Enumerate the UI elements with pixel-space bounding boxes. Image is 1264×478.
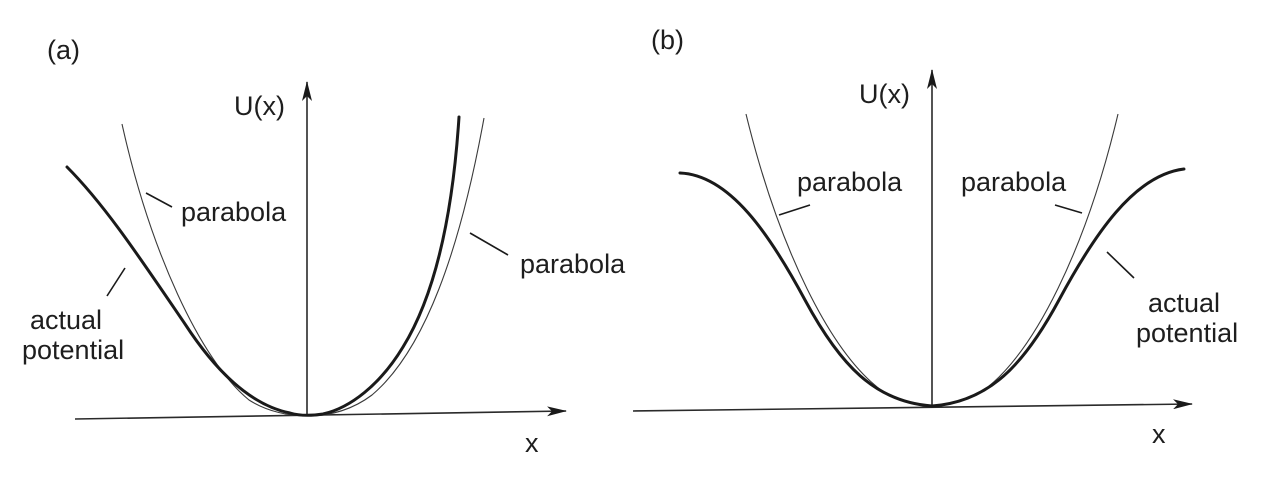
- panel-b: (b) U(x) x parabola parabola actual pote…: [632, 25, 1238, 449]
- panel-a-parabola-curve: [121, 117, 485, 417]
- panel-b-actual-label-line1: actual: [1148, 288, 1220, 318]
- panel-a-parabola-left-leader: [145, 192, 173, 208]
- panel-b-parabola-right-leader: [1054, 204, 1083, 214]
- panel-a: (a) U(x) x parabola parabola actual pote…: [22, 35, 626, 458]
- panel-a-y-axis-label: U(x): [234, 91, 285, 121]
- panel-a-parabola-right-label: parabola: [520, 249, 626, 279]
- panel-a-actual-leader: [106, 267, 126, 297]
- panel-b-parabola-left-label: parabola: [797, 167, 903, 197]
- panel-b-parabola-right-label: parabola: [961, 167, 1067, 197]
- panel-b-x-axis: [632, 399, 1193, 412]
- panel-b-parabola-left-leader: [778, 204, 811, 216]
- panel-a-actual-potential-curve: [65, 115, 461, 417]
- panel-a-label: (a): [47, 35, 80, 65]
- panel-a-actual-label-line1: actual: [30, 305, 102, 335]
- panel-b-y-axis-label: U(x): [859, 79, 910, 109]
- panel-b-label: (b): [651, 25, 684, 55]
- panel-a-x-axis-label: x: [525, 428, 539, 458]
- panel-a-actual-label-line2: potential: [22, 335, 124, 365]
- panel-a-parabola-left-label: parabola: [181, 197, 287, 227]
- panel-a-parabola-right-leader: [469, 232, 509, 256]
- panel-b-actual-potential-curve: [678, 167, 1186, 408]
- panel-b-x-axis-label: x: [1152, 419, 1166, 449]
- panel-b-actual-leader: [1106, 251, 1135, 279]
- panel-b-actual-label-line2: potential: [1136, 318, 1238, 348]
